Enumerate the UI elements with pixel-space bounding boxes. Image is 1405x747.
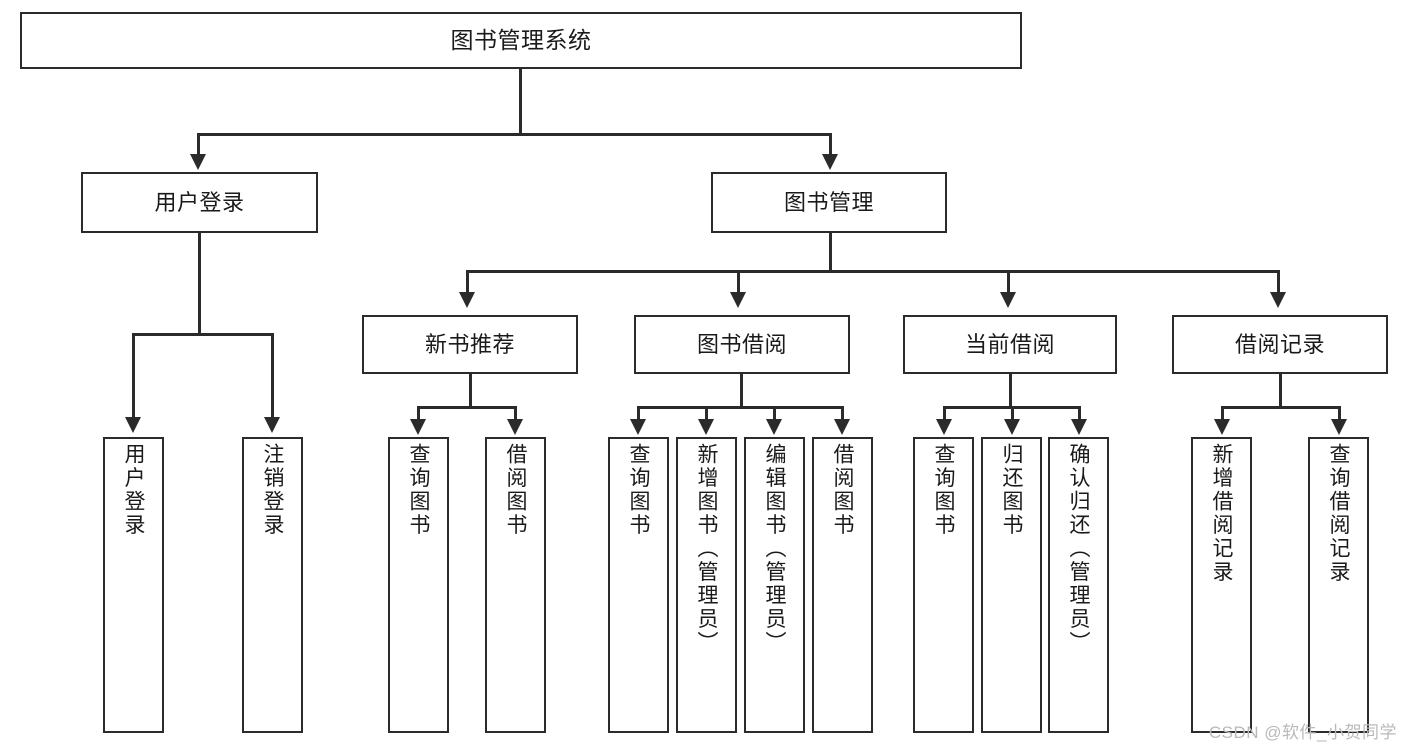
connector-book-borrow-leaf1 [637,406,640,421]
arrowhead-to-current-borrow [1000,292,1016,308]
connector-user-login-leaf1 [132,333,135,419]
leaf-borrow-add-book-admin-label: 新增图书（管理员） [695,443,718,655]
connector-user-login-leaf2 [271,333,274,419]
node-borrow-record-label: 借阅记录 [1234,331,1325,357]
arrowhead-user-login-leaf1 [125,417,141,433]
connector-to-borrow-record [1277,270,1280,294]
leaf-new-book-query[interactable]: 查询图书 [388,437,449,733]
node-new-book-recommend[interactable]: 新书推荐 [362,315,578,374]
node-current-borrow[interactable]: 当前借阅 [903,315,1117,374]
connector-borrow-record-stem [1279,374,1282,408]
leaf-borrow-borrow-book-label: 借阅图书 [831,443,854,537]
leaf-record-query-record[interactable]: 查询借阅记录 [1308,437,1369,733]
arrowhead-current-borrow-leaf2 [1004,419,1020,435]
leaf-borrow-borrow-book[interactable]: 借阅图书 [812,437,873,733]
connector-new-book-leaf2 [514,406,517,421]
leaf-record-query-record-label: 查询借阅记录 [1327,443,1350,584]
connector-book-manage-bus [466,270,1280,273]
arrowhead-to-borrow-record [1270,292,1286,308]
connector-book-borrow-stem [740,374,743,408]
leaf-borrow-query-book-label: 查询图书 [627,443,650,537]
arrowhead-new-book-leaf2 [507,419,523,435]
connector-book-borrow-leaf4 [841,406,844,421]
arrowhead-current-borrow-leaf3 [1071,419,1087,435]
node-root-label: 图书管理系统 [450,27,592,54]
arrowhead-book-borrow-leaf2 [698,419,714,435]
arrowhead-user-login-leaf2 [264,417,280,433]
connector-book-borrow-leaf3 [773,406,776,421]
arrowhead-borrow-record-leaf2 [1331,419,1347,435]
connector-borrow-record-leaf2 [1338,406,1341,421]
leaf-current-confirm-return-admin[interactable]: 确认归还（管理员） [1048,437,1109,733]
leaf-user-login-login-label: 用户登录 [122,443,145,537]
node-book-borrow-label: 图书借阅 [696,331,787,357]
leaf-current-confirm-return-admin-label: 确认归还（管理员） [1067,443,1090,655]
connector-current-borrow-stem [1009,374,1012,408]
connector-to-book-manage [829,133,832,157]
connector-to-user-login [197,133,200,157]
leaf-record-add-record-label: 新增借阅记录 [1210,443,1233,584]
node-borrow-record[interactable]: 借阅记录 [1172,315,1388,374]
leaf-borrow-add-book-admin[interactable]: 新增图书（管理员） [676,437,737,733]
node-book-management[interactable]: 图书管理 [711,172,947,233]
leaf-user-login-logout-label: 注销登录 [261,443,284,537]
connector-root-stem [519,69,522,135]
leaf-user-login-login[interactable]: 用户登录 [103,437,164,733]
node-book-management-label: 图书管理 [783,189,874,215]
connector-new-book-bus [417,406,516,409]
node-current-borrow-label: 当前借阅 [964,331,1055,357]
arrowhead-to-book-borrow [730,292,746,308]
leaf-new-book-query-label: 查询图书 [407,443,430,537]
connector-current-borrow-leaf3 [1078,406,1081,421]
arrowhead-borrow-record-leaf1 [1214,419,1230,435]
node-book-borrow[interactable]: 图书借阅 [634,315,850,374]
leaf-current-query-book-label: 查询图书 [932,443,955,537]
connector-new-book-leaf1 [417,406,420,421]
node-new-book-recommend-label: 新书推荐 [424,331,515,357]
leaf-borrow-edit-book-admin-label: 编辑图书（管理员） [763,443,786,655]
connector-book-manage-stem [829,233,832,272]
leaf-new-book-borrow-label: 借阅图书 [504,443,527,537]
arrowhead-book-borrow-leaf3 [766,419,782,435]
connector-new-book-stem [469,374,472,408]
connector-current-borrow-leaf2 [1011,406,1014,421]
connector-user-login-bus [132,333,273,336]
arrowhead-to-user-login [190,154,206,170]
leaf-current-return-book[interactable]: 归还图书 [981,437,1042,733]
node-user-login[interactable]: 用户登录 [81,172,318,233]
connector-to-book-borrow [737,270,740,294]
connector-user-login-stem [198,233,201,335]
arrowhead-to-book-manage [822,154,838,170]
connector-borrow-record-bus [1221,406,1340,409]
connector-to-current-borrow [1007,270,1010,294]
leaf-new-book-borrow[interactable]: 借阅图书 [485,437,546,733]
arrowhead-book-borrow-leaf4 [834,419,850,435]
connector-book-borrow-leaf2 [705,406,708,421]
arrowhead-book-borrow-leaf1 [630,419,646,435]
connector-to-new-book-recommend [466,270,469,294]
connector-book-borrow-bus [637,406,844,409]
leaf-borrow-query-book[interactable]: 查询图书 [608,437,669,733]
arrowhead-current-borrow-leaf1 [936,419,952,435]
leaf-record-add-record[interactable]: 新增借阅记录 [1191,437,1252,733]
leaf-current-query-book[interactable]: 查询图书 [913,437,974,733]
arrowhead-new-book-leaf1 [410,419,426,435]
leaf-current-return-book-label: 归还图书 [1000,443,1023,537]
connector-root-bus [197,133,832,136]
connector-current-borrow-leaf1 [943,406,946,421]
node-user-login-label: 用户登录 [154,189,245,215]
node-root-book-management-system[interactable]: 图书管理系统 [20,12,1022,69]
arrowhead-to-new-book-recommend [459,292,475,308]
leaf-user-login-logout[interactable]: 注销登录 [242,437,303,733]
leaf-borrow-edit-book-admin[interactable]: 编辑图书（管理员） [744,437,805,733]
connector-borrow-record-leaf1 [1221,406,1224,421]
